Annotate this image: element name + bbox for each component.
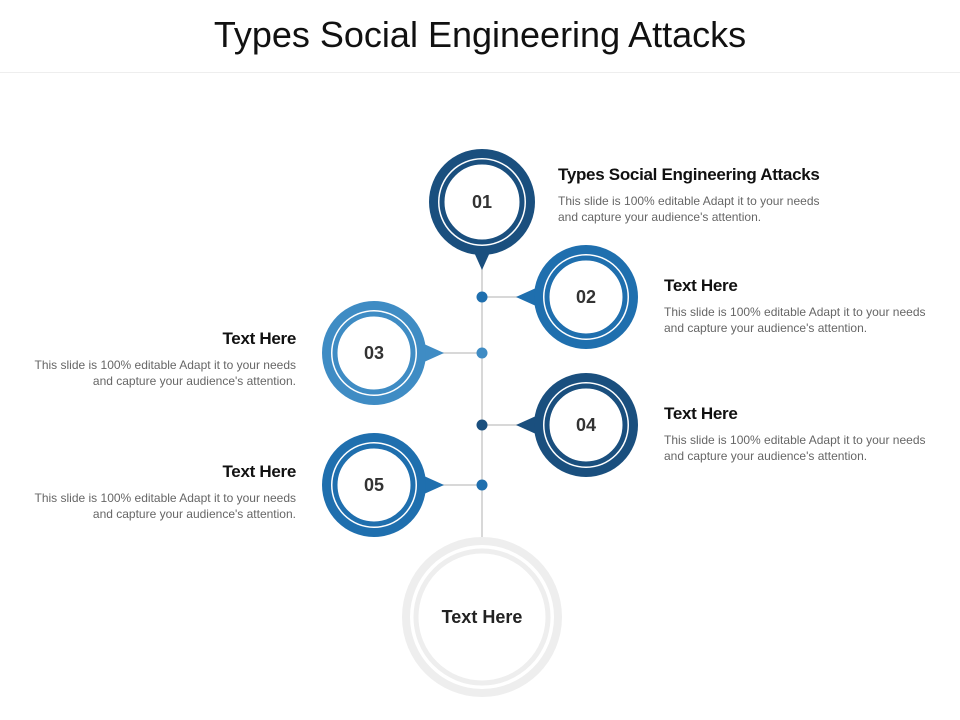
connector-dot-04	[476, 419, 488, 431]
step-05-heading: Text Here	[222, 462, 296, 481]
step-01-heading: Types Social Engineering Attacks	[558, 165, 820, 184]
title-divider	[0, 72, 960, 73]
center-badge: Text Here	[402, 537, 562, 697]
step-05-badge: 05	[322, 433, 426, 537]
step-02-number: 02	[576, 287, 596, 307]
step-01-badge: 01	[429, 149, 535, 255]
pointer-03	[424, 344, 444, 362]
step-01-body: This slide is 100% editable Adapt it to …	[558, 194, 820, 224]
step-02-body: This slide is 100% editable Adapt it to …	[664, 305, 926, 335]
center-label: Text Here	[442, 607, 523, 627]
step-02-heading: Text Here	[664, 276, 738, 295]
connector-dot-05	[476, 479, 488, 491]
step-01-text: Types Social Engineering Attacks This sl…	[558, 165, 858, 225]
step-02-text: Text Here This slide is 100% editable Ad…	[664, 276, 944, 336]
step-04-badge: 04	[534, 373, 638, 477]
step-04-heading: Text Here	[664, 404, 738, 423]
step-03-heading: Text Here	[222, 329, 296, 348]
step-05-text: Text Here This slide is 100% editable Ad…	[16, 462, 297, 522]
pointer-04	[516, 416, 536, 434]
step-03-body: This slide is 100% editable Adapt it to …	[34, 358, 297, 388]
step-05-body: This slide is 100% editable Adapt it to …	[34, 491, 297, 521]
step-04-text: Text Here This slide is 100% editable Ad…	[664, 404, 944, 464]
pointer-05	[424, 476, 444, 494]
pointer-02	[516, 288, 536, 306]
step-01-number: 01	[472, 192, 492, 212]
step-03-number: 03	[364, 343, 384, 363]
connector-dot-02	[476, 291, 488, 303]
pointer-01	[473, 250, 491, 270]
step-02-badge: 02	[534, 245, 638, 349]
step-05-number: 05	[364, 475, 384, 495]
step-04-body: This slide is 100% editable Adapt it to …	[664, 433, 926, 463]
step-03-text: Text Here This slide is 100% editable Ad…	[16, 329, 297, 389]
step-03-badge: 03	[322, 301, 426, 405]
connector-dot-03	[476, 347, 488, 359]
step-04-number: 04	[576, 415, 596, 435]
slide-title: Types Social Engineering Attacks	[213, 14, 747, 55]
